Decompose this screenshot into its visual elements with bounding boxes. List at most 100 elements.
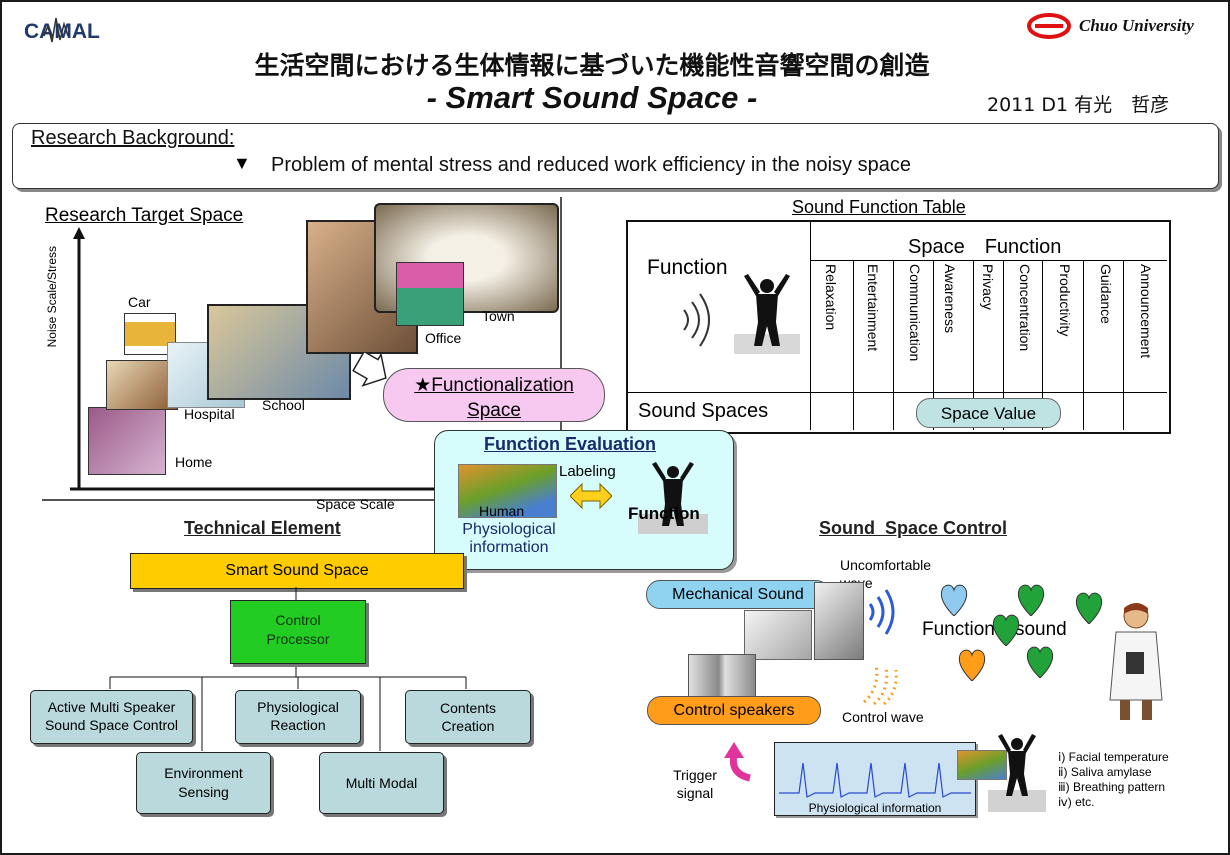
col-concentration: Concentration — [1017, 264, 1033, 352]
home-image — [88, 407, 166, 475]
child-node-environment: Environment Sensing — [136, 752, 271, 814]
space-value-pill: Space Value — [916, 398, 1061, 428]
heart-icon — [1026, 646, 1054, 678]
function-row-label: Function — [647, 256, 728, 279]
human-image — [458, 464, 557, 518]
child-node-label: Contents Creation — [439, 700, 497, 734]
col-relaxation: Relaxation — [823, 264, 839, 331]
control-heading: Sound Space Control — [819, 518, 1008, 538]
evaluation-heading: Function Evaluation — [484, 434, 657, 454]
small-person-icon — [988, 734, 1046, 812]
col-awareness: Awareness — [942, 264, 958, 334]
university-name: Chuo University — [1079, 16, 1194, 35]
col-announcement: Announcement — [1138, 264, 1154, 359]
child-node-active-speaker: Active Multi Speaker Sound Space Control — [30, 690, 193, 744]
university-logo: Chuo University — [1027, 12, 1217, 42]
child-node-physiological: Physiological Reaction — [235, 690, 361, 744]
control-wave-icon — [862, 663, 898, 706]
person-arms-up-icon — [734, 274, 800, 354]
heart-icon — [958, 649, 986, 681]
factory-image — [396, 262, 464, 326]
background-text: Problem of mental stress and reduced wor… — [271, 154, 911, 176]
labeling-label: Labeling — [559, 463, 616, 480]
col-productivity: Productivity — [1057, 264, 1073, 337]
town-label: Town — [482, 308, 515, 324]
y-axis-label: Noise Scale/Stress — [45, 246, 59, 348]
doctor-icon — [1109, 603, 1163, 720]
child-node-label: Multi Modal — [345, 775, 418, 791]
double-arrow-icon — [570, 482, 612, 510]
background-bullet-icon: ▼ — [233, 153, 251, 173]
author-label: 2011 D1 有光 哲彦 — [987, 94, 1170, 116]
processor-node: Control Processor — [230, 600, 366, 664]
university-emblem-icon — [1027, 13, 1071, 39]
fridge-image — [814, 582, 864, 660]
child-node-contents: Contents Creation — [405, 690, 531, 744]
hospital-label: Hospital — [184, 406, 235, 422]
car-label: Car — [128, 294, 151, 310]
uncomfortable-wave-icon — [868, 589, 895, 635]
machines-image — [744, 610, 812, 660]
mechanical-sound-pill: Mechanical Sound — [646, 580, 830, 609]
processor-node-label: Control Processor — [266, 612, 330, 647]
heart-icon — [1017, 584, 1045, 616]
functionalization-bubble: ★Functionalization Space — [383, 368, 605, 422]
human-label: Human — [479, 503, 525, 519]
technical-heading: Technical Element — [184, 518, 341, 538]
x-axis-label: Space Scale — [316, 496, 395, 512]
functionalization-label: ★Functionalization Space — [414, 375, 574, 421]
office-label: Office — [425, 330, 462, 346]
title-english: - Smart Sound Space - — [426, 80, 758, 115]
physio-chart-panel: Physiological information — [774, 742, 976, 816]
heart-icon — [940, 584, 968, 616]
target-panel — [42, 197, 562, 501]
small-human-image — [957, 750, 1007, 780]
tree-connectors — [109, 587, 467, 751]
camal-logo: CAMAL — [22, 12, 108, 46]
root-node-label: Smart Sound Space — [225, 562, 369, 579]
trigger-label: Trigger signal — [673, 767, 717, 801]
eval-physio-label: Physiological information — [462, 521, 556, 556]
sound-spaces-label: Sound Spaces — [638, 400, 769, 422]
function-table — [626, 220, 1171, 434]
root-node: Smart Sound Space — [130, 553, 464, 589]
table-heading: Sound Function Table — [792, 197, 966, 217]
waveform-icon — [779, 762, 971, 798]
trigger-arrow-icon — [724, 742, 751, 782]
col-entertainment: Entertainment — [865, 264, 881, 352]
col-communication: Communication — [907, 264, 923, 362]
camal-logo-icon: CAMAL — [24, 17, 100, 43]
measure-item: ⅳ) etc. — [1058, 795, 1095, 809]
child-node-label: Environment Sensing — [164, 765, 243, 800]
space-function-header: Space Function — [908, 236, 1062, 258]
control-speakers-label: Control speakers — [673, 702, 795, 719]
school-label: School — [262, 397, 305, 413]
title-japanese: 生活空間における生体情報に基づいた機能性音響空間の創造 — [254, 51, 930, 80]
measure-item: ⅲ) Breathing pattern — [1058, 780, 1166, 794]
mechanical-sound-label: Mechanical Sound — [672, 586, 804, 603]
measure-item: ⅰ) Facial temperature — [1058, 750, 1169, 764]
measures-list: ⅰ) Facial temperature ⅱ) Saliva amylase … — [1058, 750, 1169, 810]
control-speakers-pill: Control speakers — [647, 696, 821, 725]
sound-wave-icon — [683, 293, 710, 347]
function-person-icon — [638, 462, 708, 534]
background-heading: Research Background: — [31, 127, 235, 149]
eval-function-label: Function — [628, 504, 700, 523]
arrow-icon — [352, 352, 387, 387]
space-value-label: Space Value — [940, 404, 1037, 423]
speakers-image — [688, 654, 756, 700]
measure-item: ⅱ) Saliva amylase — [1058, 765, 1152, 779]
physio-chart-label: Physiological information — [808, 801, 942, 815]
child-node-label: Active Multi Speaker Sound Space Control — [44, 699, 179, 733]
col-privacy: Privacy — [980, 264, 996, 310]
col-guidance: Guidance — [1098, 264, 1114, 324]
home-label: Home — [175, 454, 213, 470]
heart-icon — [1075, 592, 1103, 624]
child-node-label: Physiological Reaction — [257, 699, 339, 733]
heart-icon — [992, 614, 1020, 646]
target-heading: Research Target Space — [45, 205, 244, 226]
control-wave-label: Control wave — [842, 709, 924, 725]
background-panel: Research Background: ▼ Problem of mental… — [12, 123, 1219, 189]
child-node-multimodal: Multi Modal — [319, 752, 444, 814]
